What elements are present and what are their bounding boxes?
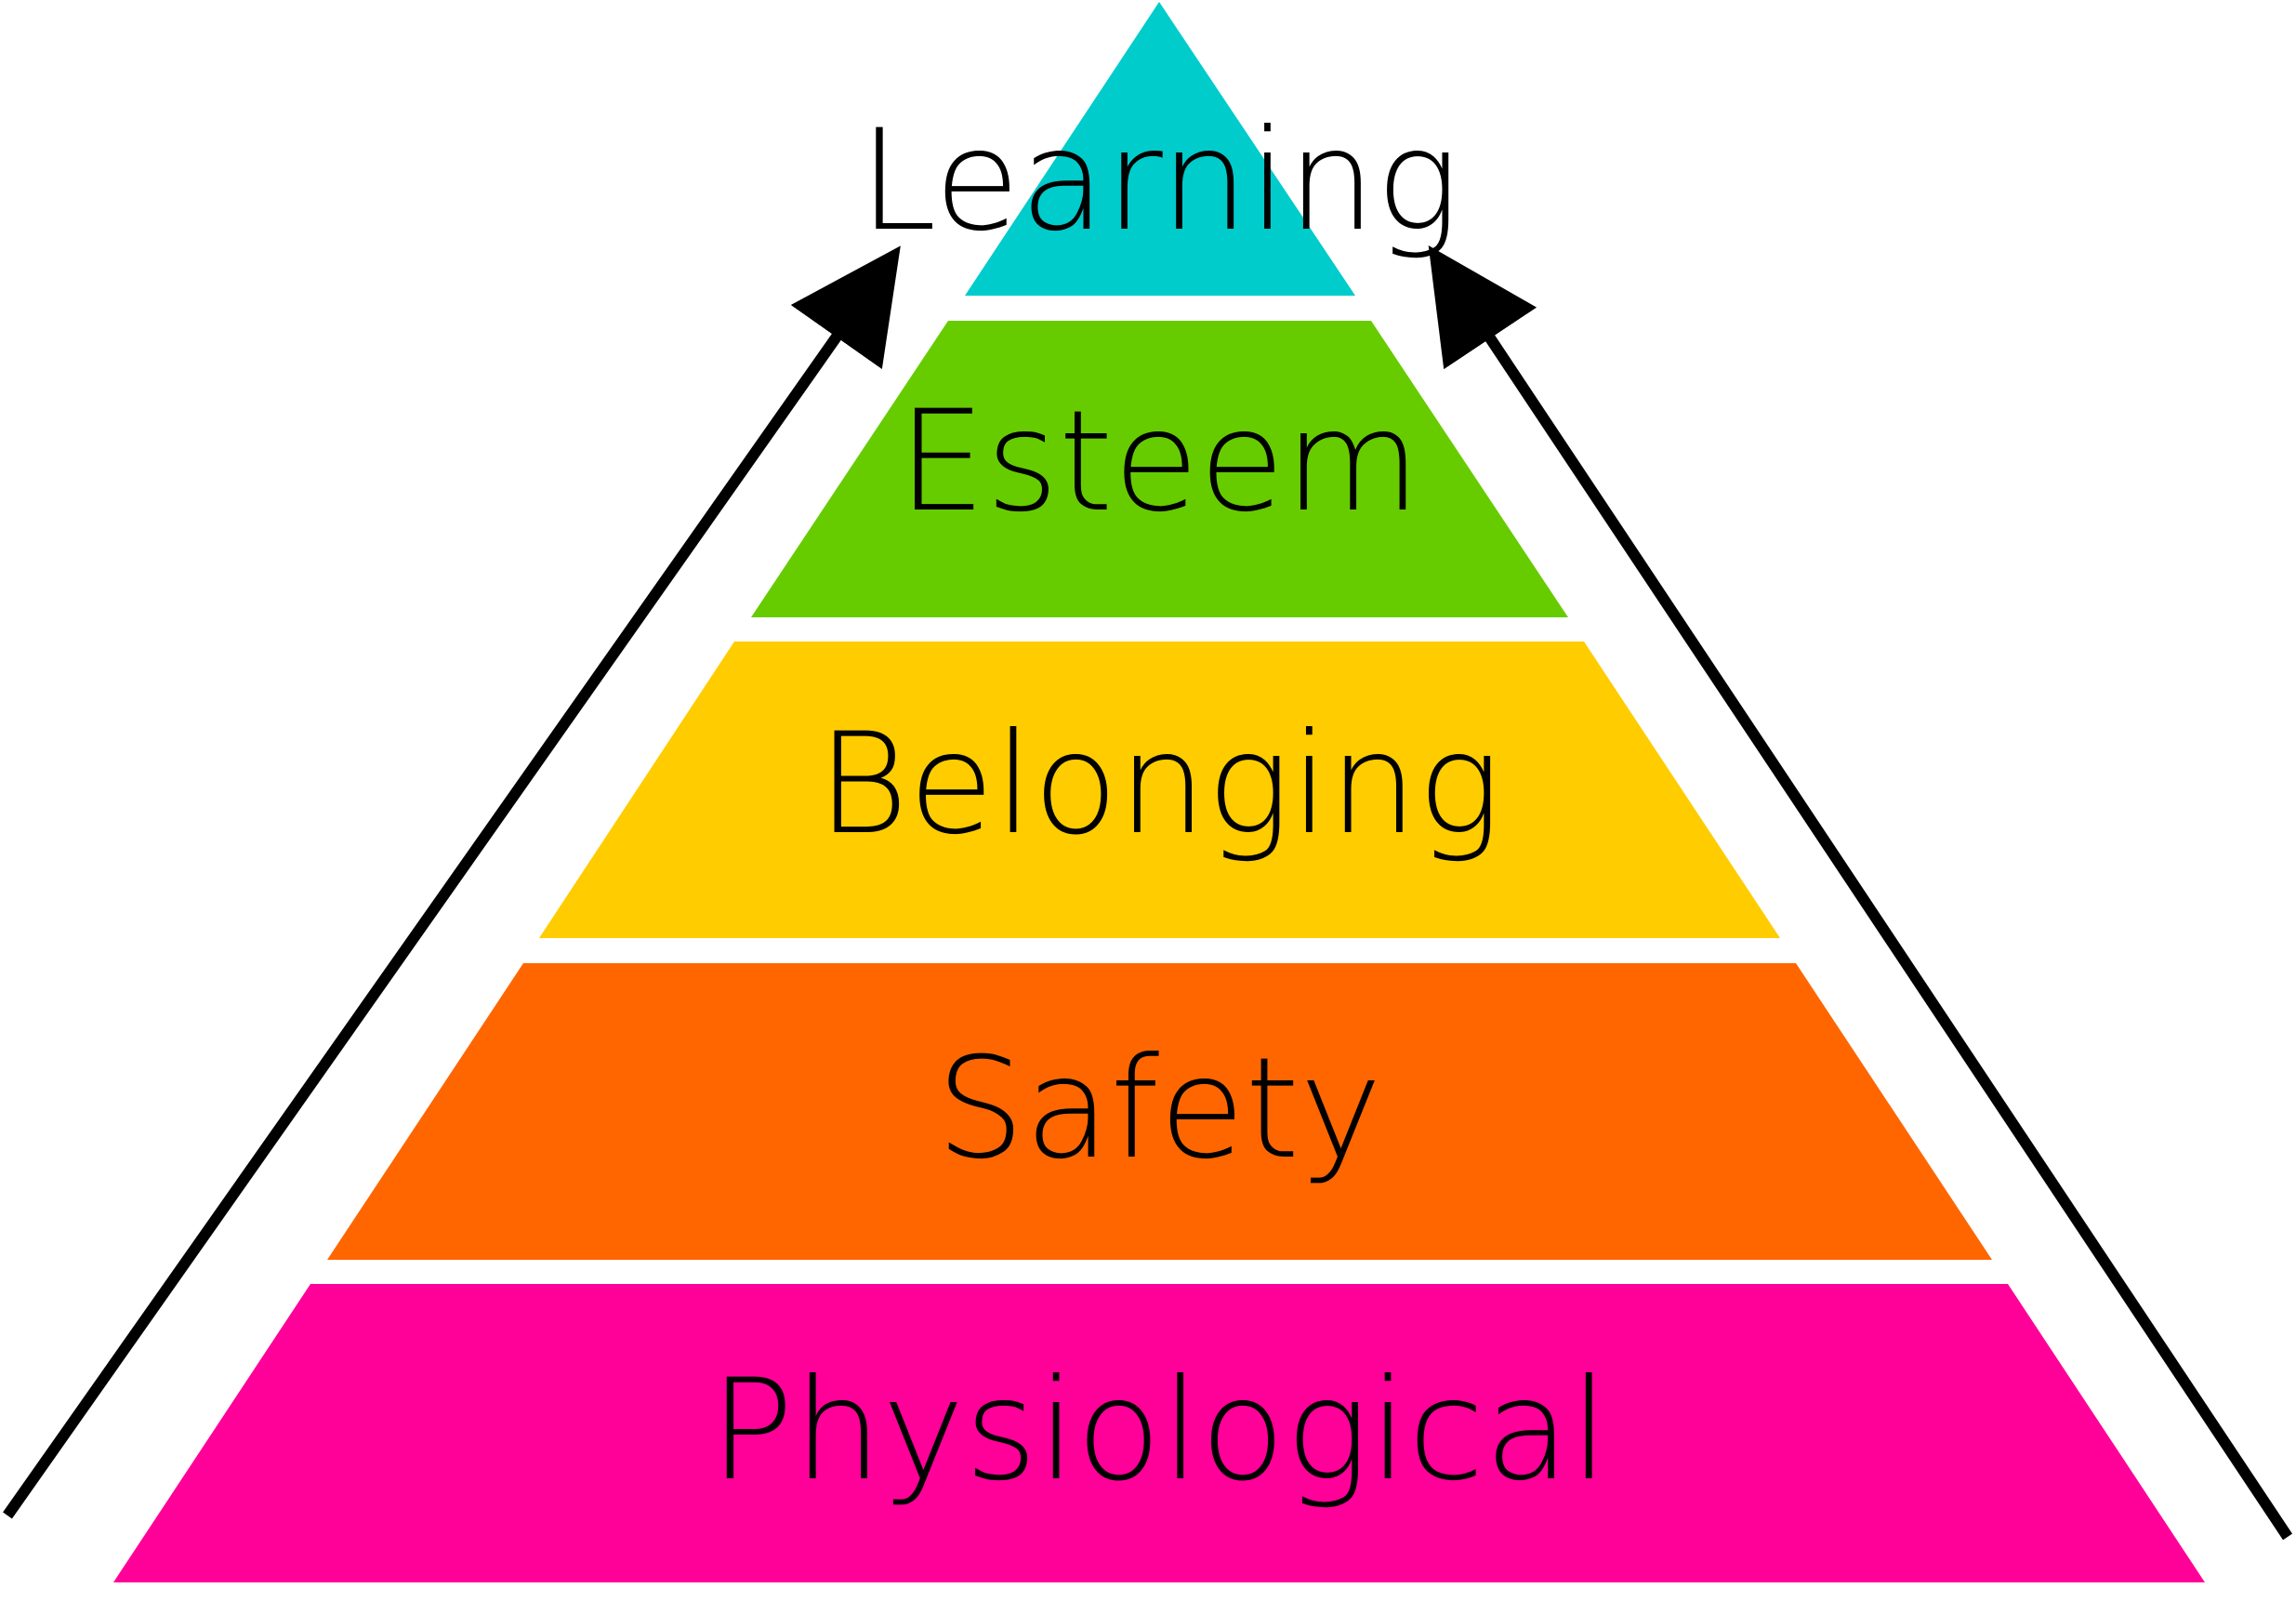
pyramid-segment-physiological xyxy=(113,1284,2205,1582)
pyramid-level-safety: Safety xyxy=(327,963,1992,1260)
level-label-esteem: Esteem xyxy=(898,381,1420,543)
pyramid-level-physiological: Physiological xyxy=(113,1284,2205,1582)
pyramid-segment-safety xyxy=(327,963,1992,1260)
level-label-physiological: Physiological xyxy=(709,1350,1608,1512)
pyramid-level-esteem: Esteem xyxy=(751,321,1568,617)
right-upward-arrow xyxy=(1428,245,2292,1541)
pyramid-level-learning: Learning xyxy=(859,2,1459,296)
level-label-safety: Safety xyxy=(936,1028,1382,1190)
left-upward-arrow xyxy=(3,245,901,1519)
level-label-belonging: Belonging xyxy=(817,704,1501,866)
pyramid-segment-learning xyxy=(965,2,1355,296)
level-label-learning: Learning xyxy=(859,100,1459,262)
pyramid-level-belonging: Belonging xyxy=(539,642,1780,938)
pyramid-segment-esteem xyxy=(751,321,1568,617)
pyramid-segment-belonging xyxy=(539,642,1780,938)
